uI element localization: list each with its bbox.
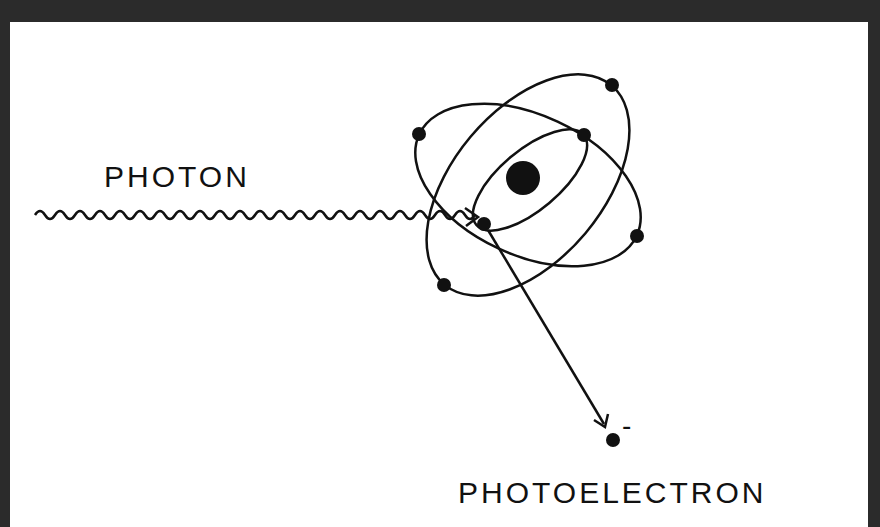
inner-orbit xyxy=(457,112,603,248)
photoelectron-dot xyxy=(606,433,620,447)
outer-orbit xyxy=(390,71,667,299)
white-panel xyxy=(10,22,868,527)
photoelectron-label: PHOTOELECTRON xyxy=(458,478,767,508)
photon-label: PHOTON xyxy=(104,162,250,192)
electron xyxy=(605,78,619,92)
photon-arrowhead xyxy=(465,208,478,226)
photon-wave xyxy=(35,211,475,219)
electron xyxy=(577,128,591,142)
electron-path xyxy=(488,230,604,424)
electron-arrowhead xyxy=(594,414,608,427)
electron xyxy=(437,278,451,292)
charge-sign: - xyxy=(622,412,631,440)
electron xyxy=(412,127,426,141)
electron xyxy=(477,217,491,231)
electron xyxy=(630,229,644,243)
outer-orbit xyxy=(387,37,669,333)
nucleus xyxy=(506,161,540,195)
